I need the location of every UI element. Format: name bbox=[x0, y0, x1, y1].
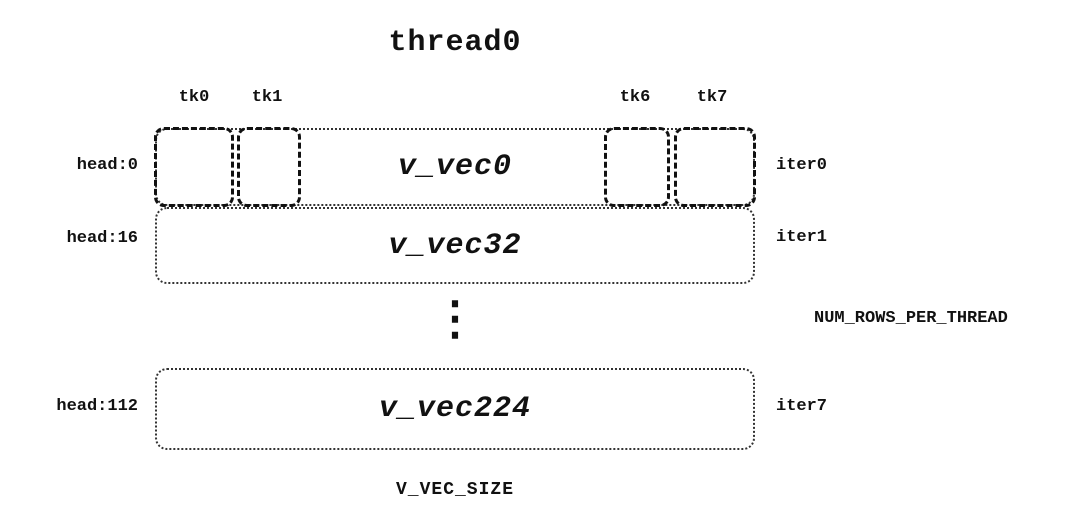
diagram-title: thread0 bbox=[388, 26, 522, 60]
num-rows-per-thread-label: NUM_ROWS_PER_THREAD bbox=[814, 309, 1008, 328]
vector-row-iter0: v_vec0 bbox=[154, 127, 756, 207]
tk0-box bbox=[154, 127, 234, 207]
tk7-box bbox=[674, 127, 756, 207]
iter7-label: iter7 bbox=[776, 397, 828, 416]
vertical-ellipsis: ⋮ bbox=[432, 296, 478, 348]
tk6-label: tk6 bbox=[619, 88, 651, 107]
tk1-label: tk1 bbox=[251, 88, 283, 107]
vec-label-v_vec224: v_vec224 bbox=[378, 392, 532, 426]
iter0-label: iter0 bbox=[776, 156, 828, 175]
head-label-iter1: head:16 bbox=[66, 229, 138, 248]
iter1-label: iter1 bbox=[776, 228, 828, 247]
tk6-box bbox=[604, 127, 670, 207]
vec-label-v_vec32: v_vec32 bbox=[388, 228, 522, 263]
tk0-label: tk0 bbox=[178, 88, 210, 107]
vector-row-iter7: v_vec224 bbox=[155, 368, 755, 450]
v-vec-size-label: V_VEC_SIZE bbox=[395, 480, 515, 500]
tk7-label: tk7 bbox=[696, 88, 728, 107]
tk1-box bbox=[237, 127, 301, 207]
vector-row-iter1: v_vec32 bbox=[155, 207, 755, 284]
head-label-iter7: head:112 bbox=[56, 397, 138, 416]
head-label-iter0: head:0 bbox=[76, 156, 138, 175]
vec-label-v_vec0: v_vec0 bbox=[397, 150, 513, 184]
